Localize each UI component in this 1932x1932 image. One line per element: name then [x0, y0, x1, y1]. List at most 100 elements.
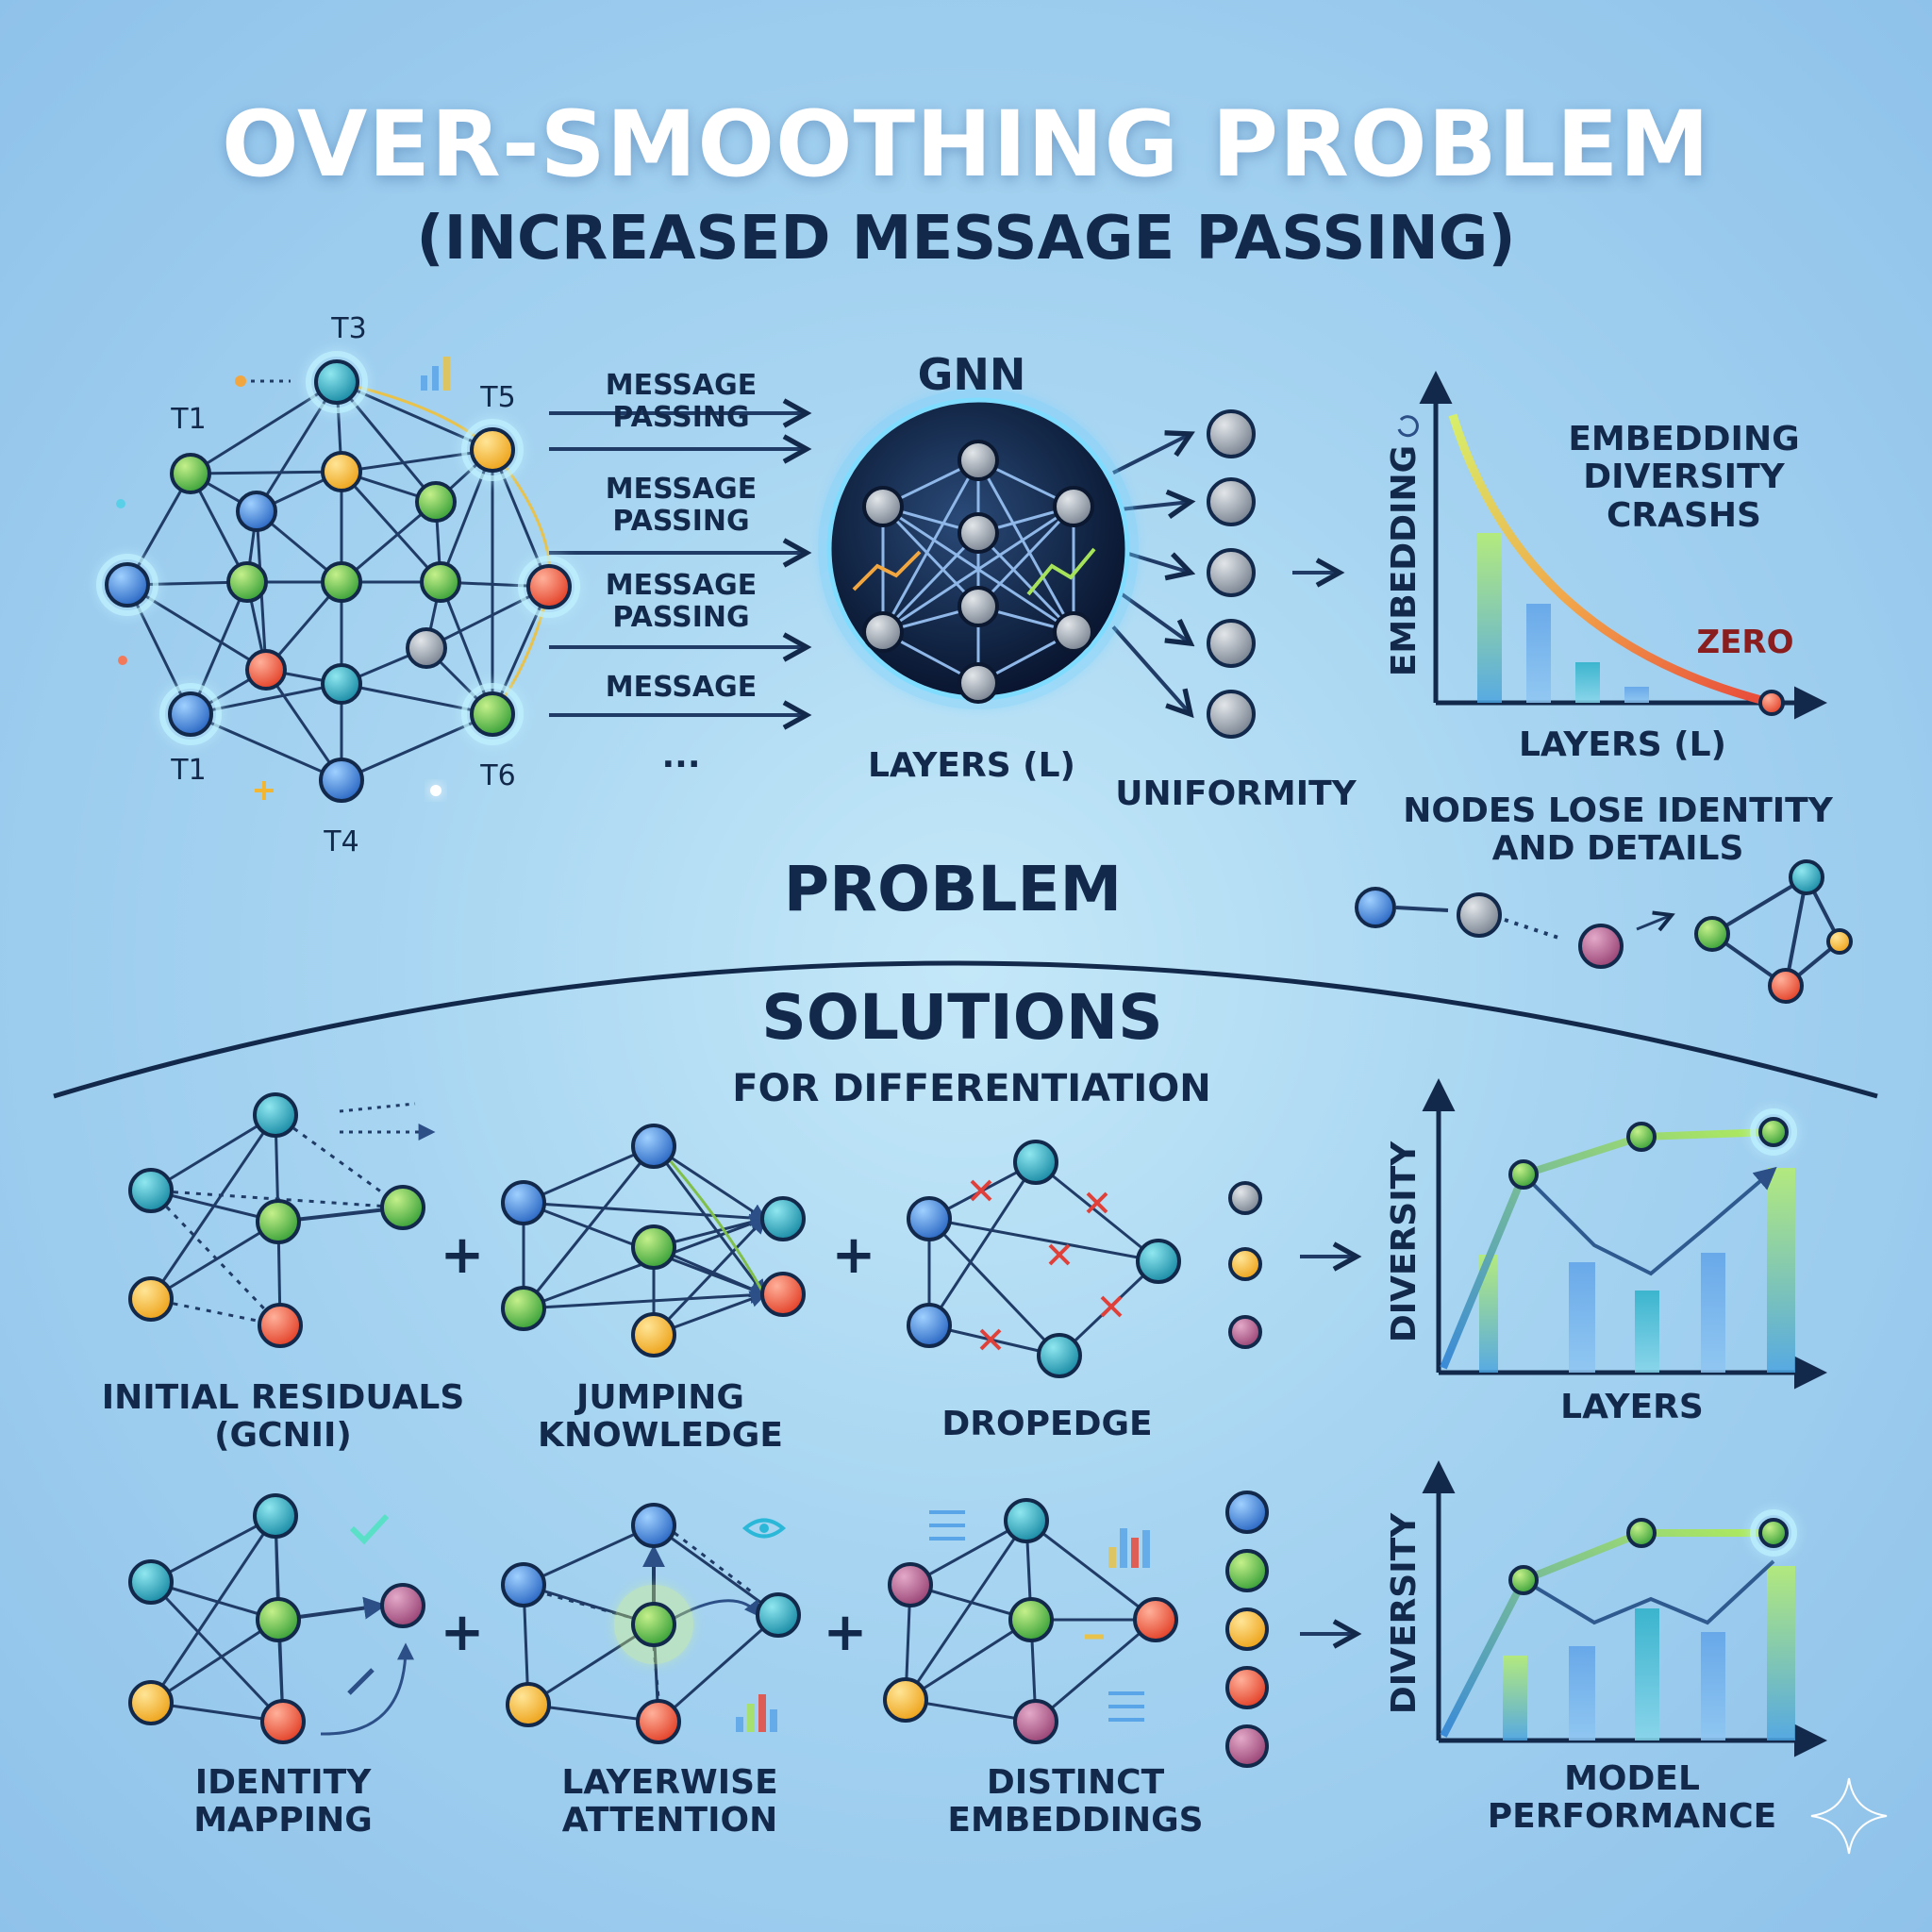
la-eye-pupil — [759, 1524, 769, 1533]
im-edge-6 — [149, 1515, 277, 1704]
identity-link-2 — [1504, 918, 1562, 941]
nodes-lose-identity-label: NODES LOSE IDENTITY AND DETAILS — [1403, 791, 1833, 869]
im-edge-0 — [150, 1514, 276, 1584]
uniform-node-3 — [1207, 619, 1256, 668]
im-loop-arrow — [320, 1642, 414, 1736]
graph-node-l-glow — [518, 556, 580, 618]
ir-deco-dash-1 — [339, 1102, 416, 1113]
la-edge-0 — [523, 1524, 655, 1587]
message-passing-label-3: MESSAGE PASSING — [605, 569, 758, 634]
jk-edge-bd — [523, 1201, 768, 1227]
div1-bar-4 — [1767, 1168, 1795, 1373]
div2-bar-1 — [1569, 1646, 1595, 1740]
div2-secondary-line — [1522, 1559, 1775, 1625]
diversity-chart-1-ylabel: DIVERSITY — [1384, 1141, 1424, 1343]
div2-bar-3 — [1701, 1632, 1725, 1740]
graph-node-d — [321, 451, 362, 492]
div1-diversity-line — [1440, 1128, 1774, 1370]
plus-sign-2: + — [831, 1224, 876, 1286]
jk-edge-eg — [523, 1286, 768, 1310]
uniformity-label: UNIFORMITY — [1115, 774, 1357, 813]
method-jumping-knowledge: JUMPING KNOWLEDGE — [538, 1378, 783, 1456]
div2-bar-4 — [1767, 1566, 1795, 1740]
node-layer — [96, 351, 1853, 1768]
graph-highlight-edge — [336, 380, 552, 715]
graph-mini-bar-1 — [432, 366, 439, 391]
graph-deco-dot-3 — [118, 656, 127, 665]
im-node-e — [128, 1680, 174, 1725]
uniform-node-2 — [1207, 548, 1256, 597]
gnn-label: GNN — [917, 349, 1026, 400]
graph-node-i — [226, 561, 268, 603]
identity-graph-node-3 — [1768, 968, 1804, 1004]
graph-edge-8 — [190, 470, 342, 475]
graph-node-m — [245, 649, 287, 691]
gnn-edge-12 — [976, 505, 1075, 608]
la-node-d — [756, 1592, 801, 1638]
graph-edge-14 — [341, 448, 493, 474]
ir-node-b — [128, 1168, 174, 1213]
ds-side-node-1 — [1225, 1549, 1269, 1592]
la-edge-dash-2 — [674, 1531, 756, 1596]
identity-node-3 — [1578, 924, 1624, 969]
div1-bar-1 — [1569, 1262, 1595, 1373]
message-passing-label-1: MESSAGE PASSING — [605, 369, 758, 434]
graph-edge-45 — [340, 470, 442, 584]
ds-mini-bar-3 — [1142, 1530, 1150, 1568]
graph-edge-19 — [439, 449, 494, 583]
embedding-chart-bar-0 — [1477, 533, 1502, 703]
embedding-chart-xlabel: LAYERS (L) — [1518, 725, 1727, 764]
ds-side-node-0 — [1225, 1491, 1269, 1534]
method-layerwise-attention: LAYERWISE ATTENTION — [561, 1763, 778, 1840]
ds-node-b — [888, 1562, 933, 1607]
gnn-edge-11 — [882, 505, 1074, 634]
uniform-node-1 — [1207, 477, 1256, 526]
graph-edge-46 — [425, 585, 550, 650]
div2-bar-2 — [1635, 1608, 1659, 1740]
ds-node-d — [1133, 1597, 1178, 1642]
la-mini-bar-2 — [758, 1694, 766, 1732]
graph-node-r — [319, 758, 364, 803]
ds-side-node-3 — [1225, 1666, 1269, 1709]
la-eye-icon — [741, 1518, 787, 1539]
message-passing-label-4: MESSAGE — [605, 671, 758, 704]
graph-node-p-glow — [159, 683, 222, 745]
im-node-d — [380, 1583, 425, 1628]
plus-sign-4: + — [823, 1602, 868, 1663]
ir-edge-5 — [150, 1220, 279, 1301]
graph-node-h — [105, 562, 150, 608]
jk-node-d — [760, 1196, 806, 1241]
de-node-e — [1037, 1333, 1082, 1378]
ds-mini-bar-0 — [1108, 1547, 1116, 1568]
la-mini-bar-0 — [736, 1717, 743, 1732]
gnn-node-f — [958, 586, 999, 627]
gnn-node-c — [958, 512, 999, 554]
graph-node-p — [168, 691, 213, 737]
ds-edge-6 — [905, 1618, 1032, 1702]
de-edge-1 — [1035, 1160, 1159, 1263]
problem-label: PROBLEM — [783, 853, 1123, 925]
jk-edge-ag — [652, 1145, 767, 1297]
problem-solutions-divider — [53, 960, 1878, 1099]
identity-arrow — [1636, 915, 1672, 929]
div2-point-0 — [1508, 1565, 1539, 1595]
embedding-chart-end-node — [1758, 690, 1785, 716]
page-title: OVER-SMOOTHING PROBLEM — [221, 92, 1710, 197]
jk-node-e — [501, 1286, 546, 1331]
solutions-label: SOLUTIONS — [761, 981, 1163, 1054]
method-identity-mapping: IDENTITY MAPPING — [193, 1763, 373, 1840]
de-side-node-3 — [1228, 1315, 1262, 1349]
div1-point-1 — [1626, 1122, 1657, 1152]
method-dropedge: DROPEDGE — [941, 1405, 1153, 1443]
gnn-node-e — [862, 611, 904, 653]
graph-edge-32 — [439, 581, 494, 715]
graph-node-q — [470, 691, 515, 737]
jk-edge-fd — [652, 1216, 767, 1337]
gnn-sparkline-left — [852, 550, 922, 591]
graph-node-a — [314, 359, 359, 405]
identity-node-2 — [1457, 892, 1502, 938]
jk-node-c — [631, 1224, 676, 1270]
ds-side-node-2 — [1225, 1607, 1269, 1651]
ds-edge-2 — [1025, 1519, 1157, 1622]
la-node-f — [636, 1699, 681, 1744]
